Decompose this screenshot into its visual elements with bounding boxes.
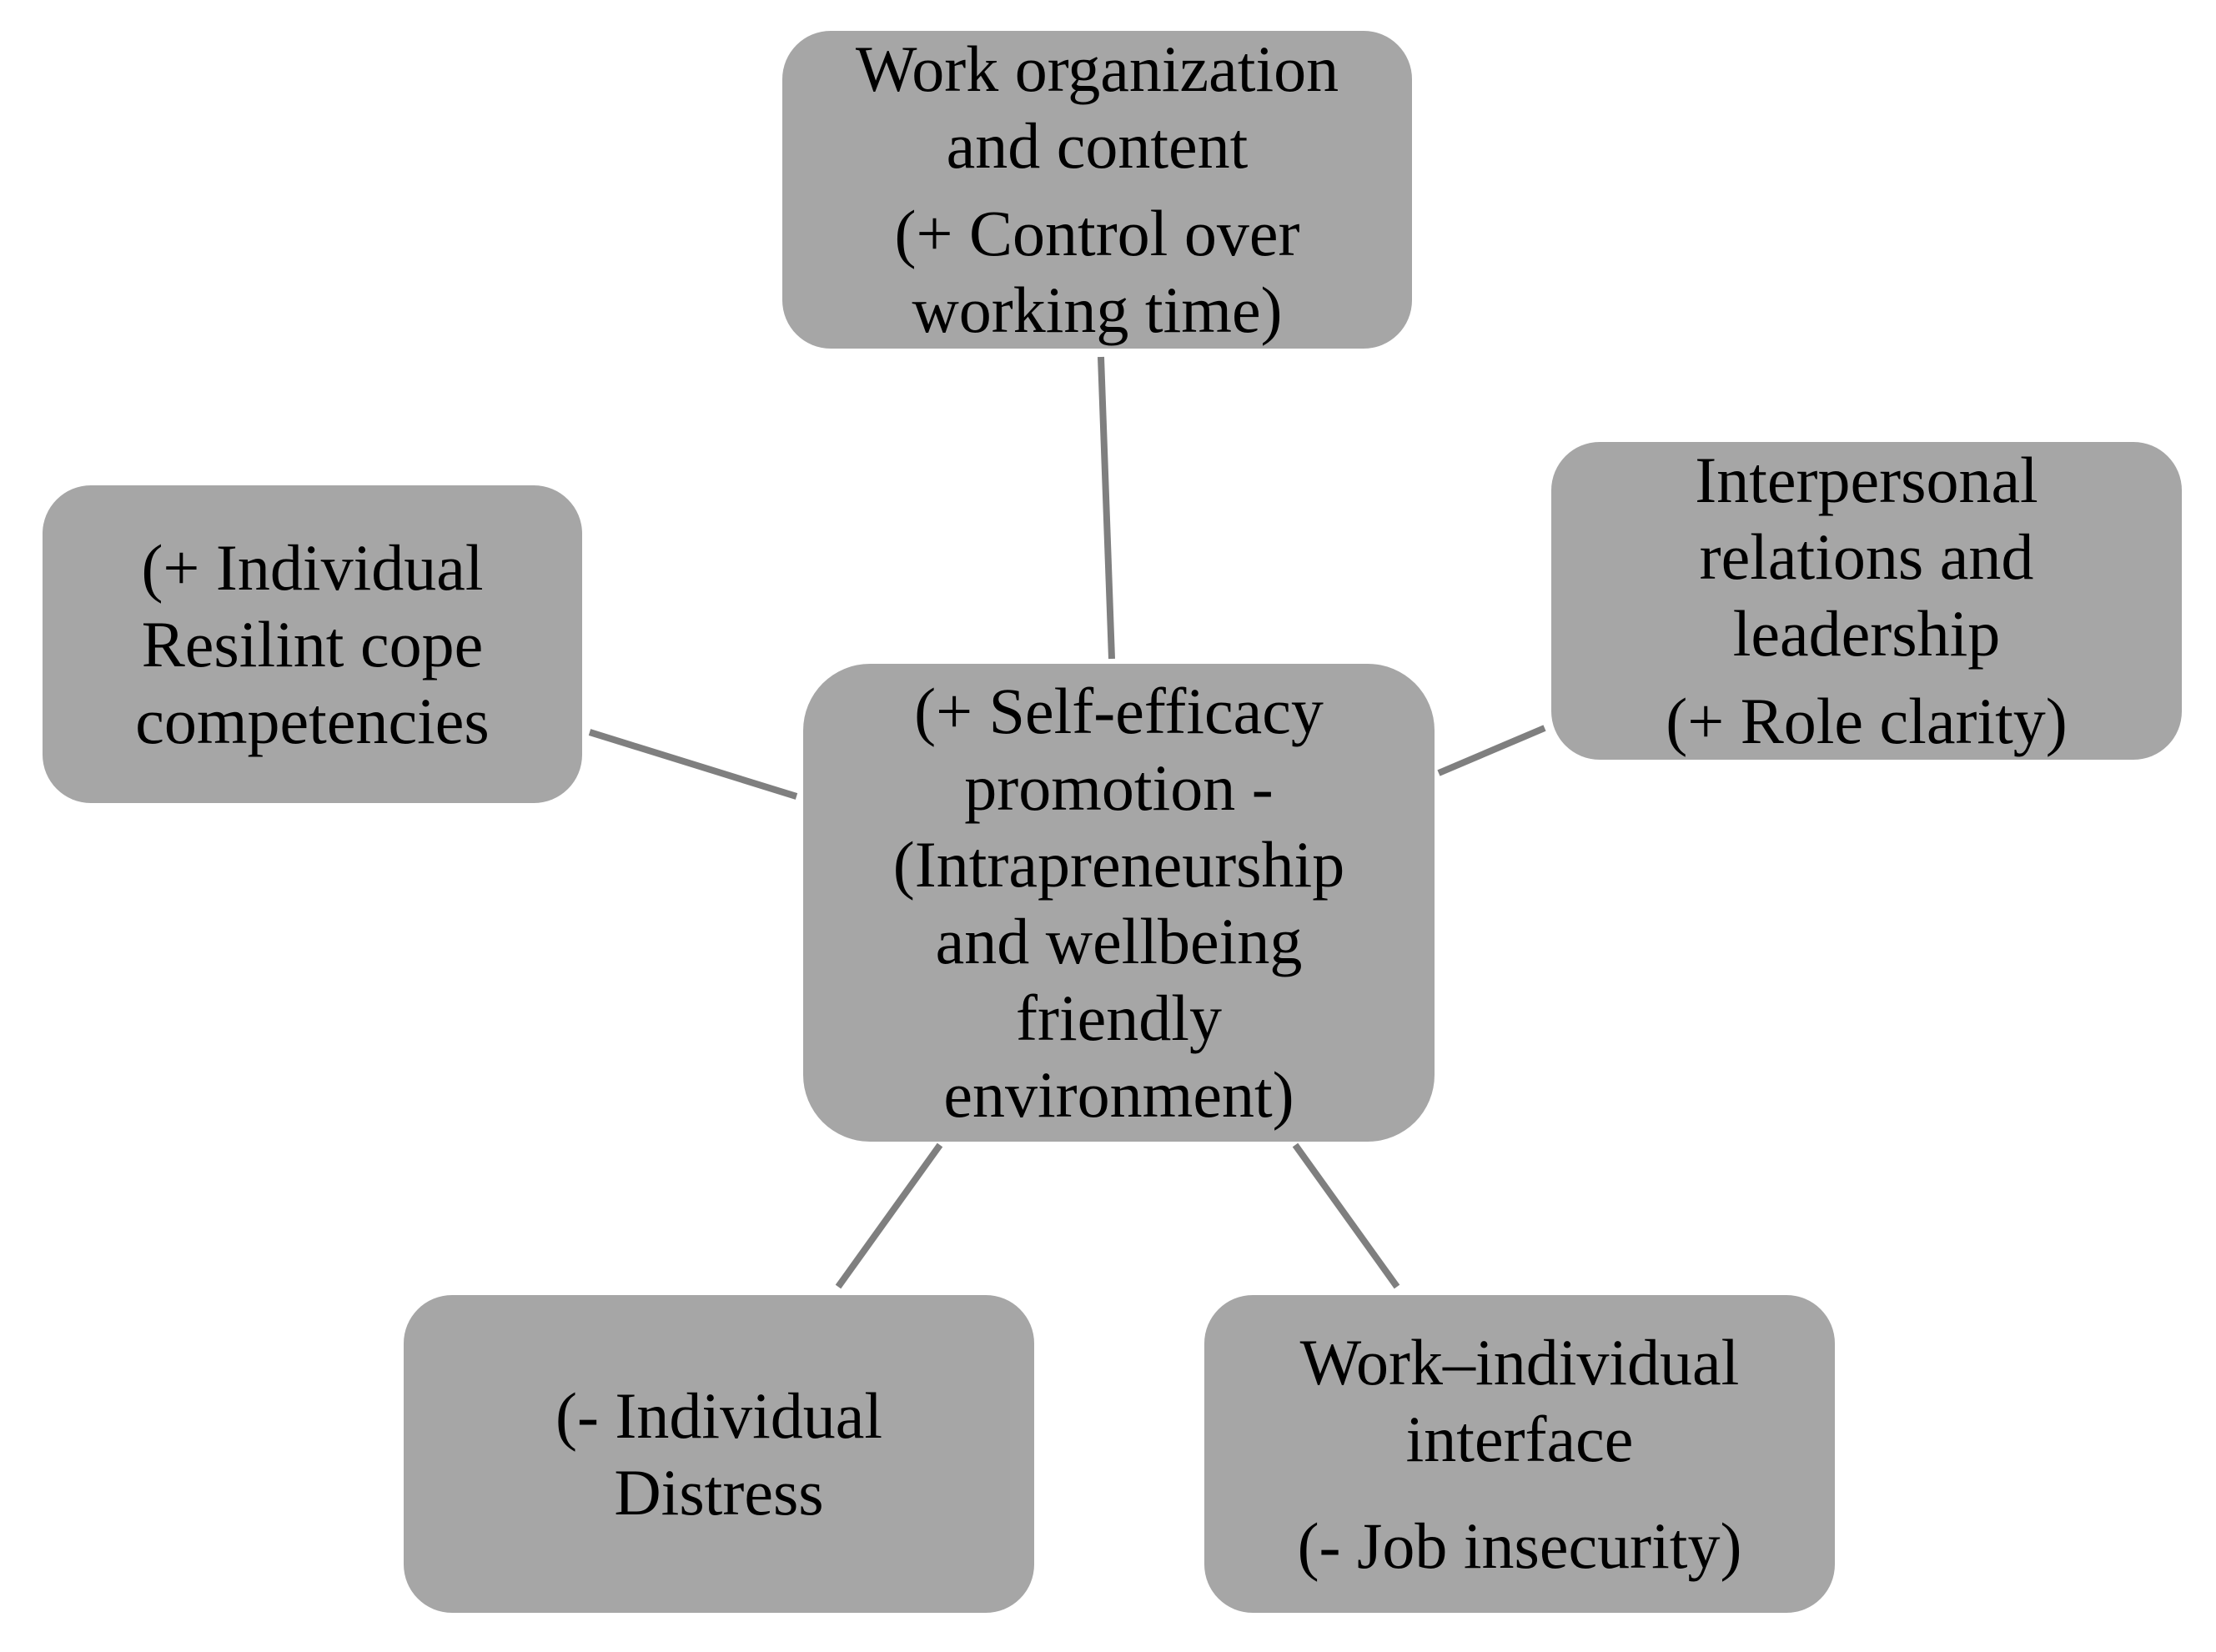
node-title-line: Work organization <box>855 33 1339 105</box>
node-line: (Intrapreneurship <box>892 827 1345 901</box>
connector-bottom-left <box>835 1142 943 1289</box>
connector-top <box>1098 356 1115 660</box>
node-title-line: leadership <box>1732 597 2001 670</box>
node-individual-distress: (- Individual Distress <box>404 1295 1034 1613</box>
node-individual-resilience: (+ Individual Resilint cope competencies <box>43 485 582 803</box>
connector-left <box>588 729 798 800</box>
node-self-efficacy: (+ Self-efficacy promotion - (Intraprene… <box>803 664 1435 1142</box>
node-interpersonal-relations: Interpersonal relations and leadership (… <box>1551 442 2182 760</box>
node-line: Resilint cope <box>141 607 484 680</box>
node-line: and wellbeing <box>935 904 1303 977</box>
node-title-line: Work–individual <box>1299 1325 1740 1398</box>
node-work-organization: Work organization and content (+ Control… <box>782 31 1412 349</box>
connector-right <box>1437 725 1546 776</box>
node-title-line: Interpersonal <box>1695 444 2038 516</box>
connector-bottom-right <box>1292 1142 1400 1289</box>
node-line: (+ Individual <box>141 530 484 604</box>
node-note-line: (- Job insecurity) <box>1297 1509 1742 1582</box>
node-line: (+ Self-efficacy <box>914 674 1324 747</box>
node-line: promotion - <box>964 751 1274 824</box>
node-note-line: working time) <box>912 274 1283 346</box>
node-line: competencies <box>135 684 490 757</box>
node-title-line: interface <box>1405 1402 1634 1475</box>
node-line: environment) <box>943 1057 1294 1131</box>
node-title-line: relations and <box>1699 520 2034 593</box>
node-note-line: (+ Role clarity) <box>1666 685 2068 757</box>
node-line: Distress <box>614 1455 824 1529</box>
node-line: friendly <box>1016 981 1222 1054</box>
node-note-line: (+ Control over <box>894 197 1300 269</box>
node-title-line: and content <box>946 109 1249 182</box>
node-work-individual-interface: Work–individual interface (- Job insecur… <box>1204 1295 1835 1613</box>
node-line: (- Individual <box>555 1378 883 1452</box>
